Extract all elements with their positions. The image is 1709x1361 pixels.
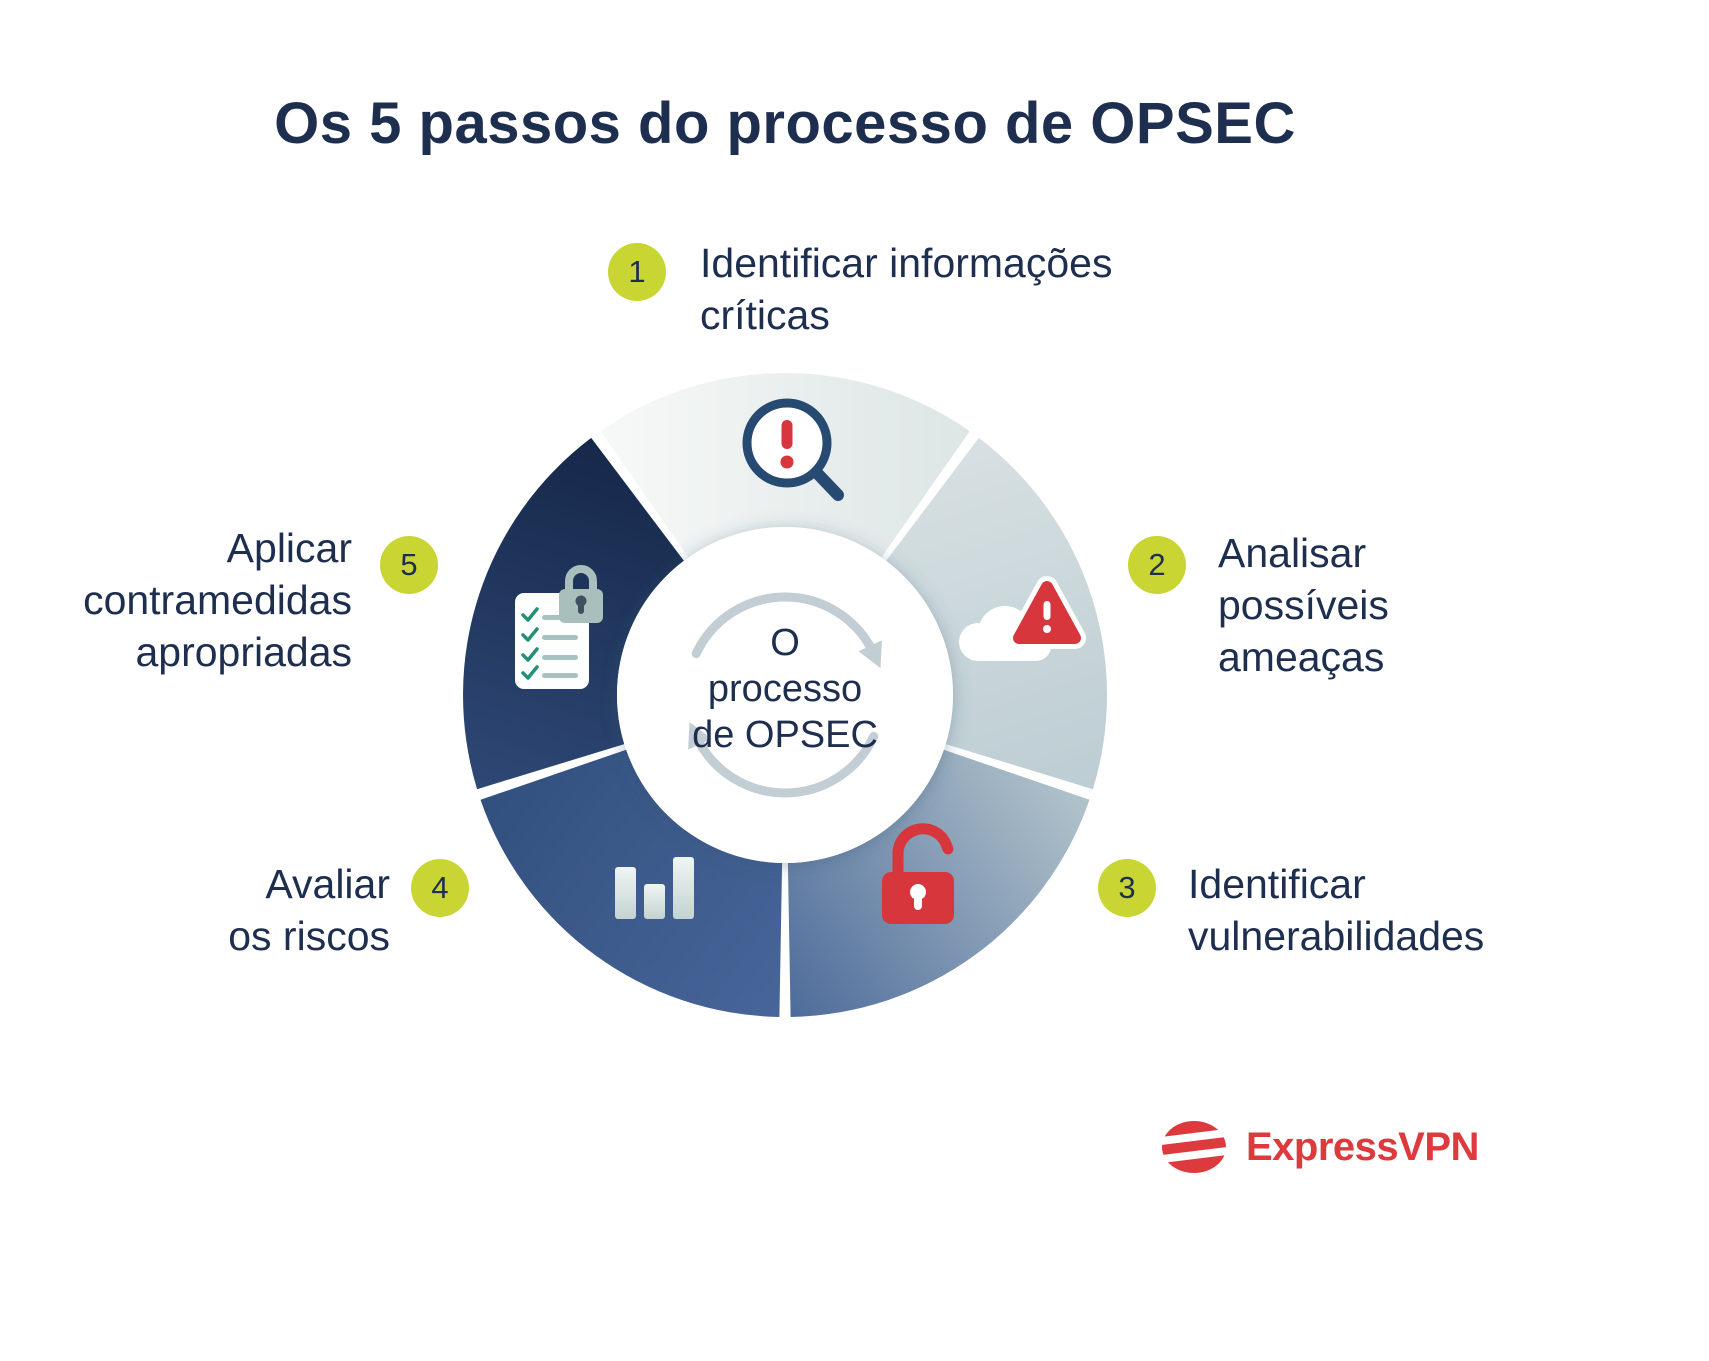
expressvpn-logo: ExpressVPN	[1160, 1118, 1479, 1176]
step-label-line: contramedidas	[83, 577, 352, 624]
opsec-cycle-diagram: O processo de OPSEC	[463, 372, 1107, 1017]
center-text-line: processo	[708, 668, 862, 710]
step-label-line: vulnerabilidades	[1188, 913, 1485, 960]
bar-chart-icon	[615, 857, 694, 919]
step-1-label: Identificar informações críticas	[700, 237, 1112, 341]
center-text-line: de OPSEC	[692, 714, 878, 756]
step-4-number-badge: 4	[411, 859, 469, 917]
step-label-line: Analisar	[1218, 530, 1367, 576]
step-3-number-badge: 3	[1098, 859, 1156, 917]
cycle-arrow-top	[691, 592, 882, 668]
step-label-line: os riscos	[228, 913, 390, 960]
step-4-label: Avaliar os riscos	[228, 858, 390, 962]
step-label-line: Identificar	[1188, 861, 1366, 907]
step-number: 5	[400, 547, 418, 582]
center-label: O processo de OPSEC	[692, 622, 878, 756]
cycle-arrows-icon	[688, 592, 882, 798]
page-title: Os 5 passos do processo de OPSEC	[274, 91, 1296, 156]
step-label-line: Avaliar	[265, 861, 390, 907]
step-5-label: Aplicar contramedidas apropriadas	[83, 522, 352, 678]
step-2-label: Analisar possíveis ameaças	[1218, 527, 1389, 683]
step-label-line: críticas	[700, 292, 830, 339]
checklist-lock-icon	[515, 565, 603, 689]
step-number: 2	[1148, 547, 1166, 582]
step-number: 1	[628, 254, 646, 289]
center-text-line: O	[770, 622, 800, 664]
step-1-number-badge: 1	[608, 243, 666, 301]
step-2-number-badge: 2	[1128, 536, 1186, 594]
expressvpn-logo-icon	[1160, 1121, 1230, 1173]
step-number: 3	[1118, 870, 1136, 905]
magnifier-alert-icon	[742, 398, 844, 501]
step-label-line: Aplicar	[226, 525, 352, 571]
step-label-line: Identificar informações	[700, 240, 1113, 286]
expressvpn-logo-text: ExpressVPN	[1246, 1124, 1479, 1169]
step-label-line: possíveis	[1218, 582, 1389, 629]
open-padlock-icon	[882, 823, 954, 924]
center-circle	[617, 527, 953, 863]
cloud-warning-icon	[959, 576, 1086, 661]
step-number: 4	[431, 870, 449, 905]
step-3-label: Identificar vulnerabilidades	[1188, 858, 1484, 962]
step-5-number-badge: 5	[380, 536, 438, 594]
step-label-line: apropriadas	[135, 629, 352, 676]
cycle-arrow-bottom	[688, 722, 879, 798]
step-label-line: ameaças	[1218, 634, 1385, 681]
